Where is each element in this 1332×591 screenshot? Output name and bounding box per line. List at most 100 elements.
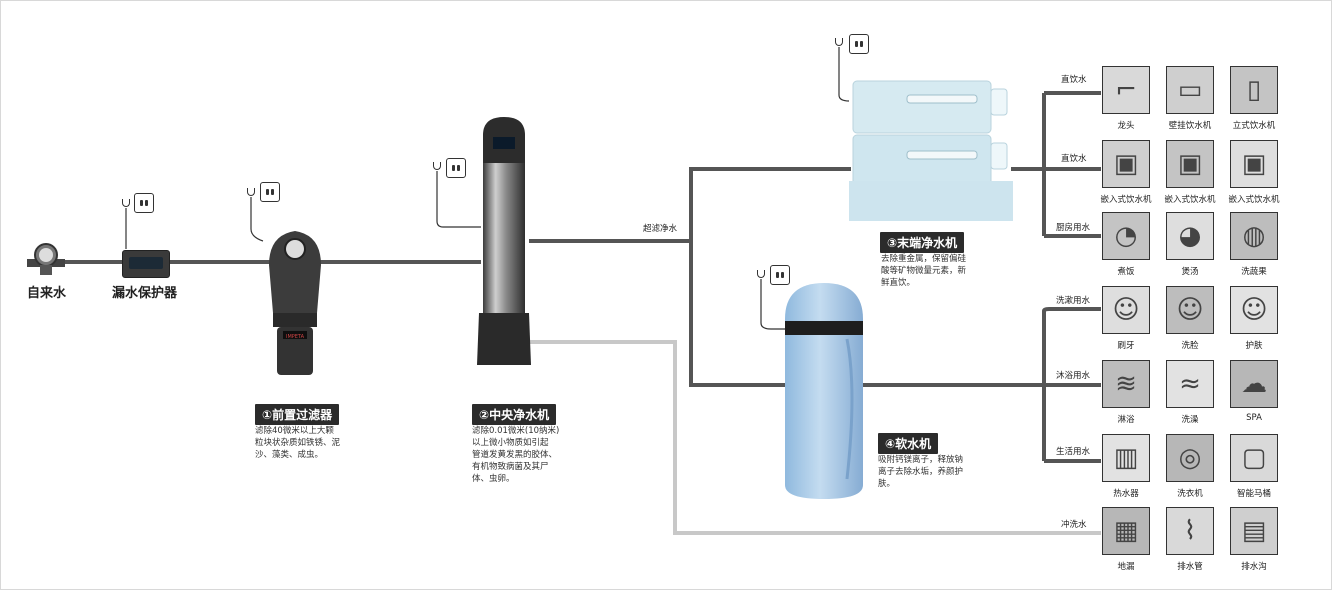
cooking-rice-icon: ◔	[1114, 221, 1138, 251]
ultrafiltration-pipe	[529, 167, 851, 243]
cord-central	[436, 171, 481, 228]
softener-title: ④软水机	[878, 433, 939, 454]
pipe-label-drinking-1: 直饮水	[1061, 75, 1087, 85]
shower-image: ≋	[1102, 360, 1150, 408]
washing-machine-image: ◎	[1166, 434, 1214, 482]
power-outlet-icon	[260, 182, 280, 202]
thumbnail-caption: 刷牙	[1117, 341, 1135, 351]
thumbnail-caption: 洗蔬果	[1241, 267, 1267, 277]
built-in-dispenser-2-icon: ▣	[1177, 149, 1203, 179]
power-outlet-icon	[849, 34, 869, 54]
pipe-label-kitchen: 厨房用水	[1056, 223, 1091, 233]
washing-vegetables-icon: ◍	[1242, 221, 1266, 251]
pipe-label-living: 生活用水	[1056, 447, 1091, 457]
drain-pipe-icon: ⌇	[1183, 516, 1197, 546]
svg-text:IMPETA: IMPETA	[286, 334, 305, 340]
power-outlet-icon	[770, 265, 790, 285]
pipe-label-wash: 洗漱用水	[1056, 296, 1091, 306]
wall-dispenser-image: ▭	[1166, 66, 1214, 114]
thumbnail-caption: 洗衣机	[1177, 489, 1203, 499]
water-heater-icon: ▥	[1113, 443, 1139, 473]
power-outlet-icon	[446, 158, 466, 178]
making-soup-image: ◕	[1166, 212, 1214, 260]
drain-ditch-icon: ▤	[1241, 516, 1267, 546]
water-meter-icon	[27, 243, 65, 275]
power-outlet-icon	[134, 193, 154, 213]
drain-ditch-image: ▤	[1230, 507, 1278, 555]
making-soup-icon: ◕	[1178, 221, 1202, 251]
prefilter-title: ①前置过滤器	[255, 404, 340, 425]
spa-icon: ☁	[1241, 369, 1267, 399]
brushing-teeth-icon: ☺	[1112, 295, 1140, 325]
pipe-label-flush: 冲洗水	[1061, 520, 1087, 530]
prefilter-description: 滤除40微米以上大颗 粒块状杂质如铁锈、泥 沙、藻类、成虫。	[255, 426, 341, 460]
plug-icon	[835, 38, 843, 46]
thumbnail-caption: 智能马桶	[1236, 489, 1271, 499]
pipe-label-drinking-2: 直饮水	[1061, 154, 1087, 164]
softener-description: 吸附钙镁离子，释放钠 离子去除水垢，养颜护 肤。	[878, 455, 964, 489]
standing-dispenser-icon: ▯	[1246, 75, 1262, 105]
washing-machine-icon: ◎	[1178, 443, 1202, 473]
washing-face-icon: ☺	[1176, 295, 1204, 325]
thumbnail-caption: 淋浴	[1117, 415, 1135, 425]
cooking-rice-image: ◔	[1102, 212, 1150, 260]
thumbnail-caption: 龙头	[1117, 121, 1135, 131]
thumbnail-caption: 热水器	[1113, 489, 1139, 499]
plug-icon	[122, 199, 130, 207]
softener-feed-pipe	[689, 241, 786, 387]
terminal-description: 去除重金属，保留偏硅 酸等矿物微量元素，新 鲜直饮。	[881, 254, 967, 288]
brushing-teeth-image: ☺	[1102, 286, 1150, 334]
smart-toilet-icon: ▢	[1241, 443, 1267, 473]
thumbnail-caption: 嵌入式饮水机	[1100, 195, 1152, 205]
thumbnail-caption: SPA	[1246, 413, 1262, 423]
thumbnail-caption: 立式饮水机	[1232, 121, 1276, 131]
faucet-image: ⌐	[1102, 66, 1150, 114]
spa-image: ☁	[1230, 360, 1278, 408]
plug-icon	[757, 270, 765, 278]
built-in-dispenser-3-icon: ▣	[1241, 149, 1267, 179]
bathing-image: ≈	[1166, 360, 1214, 408]
thumbnail-caption: 排水沟	[1241, 562, 1267, 572]
thumbnail-caption: 地漏	[1117, 562, 1135, 572]
skincare-image: ☺	[1230, 286, 1278, 334]
tap-water-label: 自来水	[27, 286, 67, 301]
washing-face-image: ☺	[1166, 286, 1214, 334]
faucet-icon: ⌐	[1115, 75, 1137, 105]
smart-toilet-image: ▢	[1230, 434, 1278, 482]
washing-vegetables-image: ◍	[1230, 212, 1278, 260]
built-in-dispenser-2-image: ▣	[1166, 140, 1214, 188]
built-in-dispenser-1-image: ▣	[1102, 140, 1150, 188]
cord-softener	[760, 279, 787, 330]
shower-icon: ≋	[1115, 369, 1137, 399]
thumbnail-caption: 煮饭	[1117, 267, 1135, 277]
thumbnail-caption: 壁挂饮水机	[1168, 121, 1212, 131]
central-description: 滤除0.01微米(10纳米) 以上微小物质如引起 管道发黄发黑的胶体、 有机物致…	[472, 426, 560, 484]
wall-dispenser-icon: ▭	[1177, 75, 1203, 105]
thumbnail-caption: 洗澡	[1181, 415, 1199, 425]
terminal-purifier-device	[849, 80, 1013, 221]
floor-drain-image: ▦	[1102, 507, 1150, 555]
flush-pipe	[529, 340, 1101, 535]
pipe-label-bath: 沐浴用水	[1056, 371, 1091, 381]
central-purifier-device	[477, 117, 531, 365]
thumbnail-caption: 嵌入式饮水机	[1228, 195, 1280, 205]
leak-protector-device	[122, 250, 170, 278]
water-heater-image: ▥	[1102, 434, 1150, 482]
bathing-icon: ≈	[1179, 369, 1201, 399]
floor-drain-icon: ▦	[1113, 516, 1139, 546]
wash-pipe	[1042, 307, 1101, 312]
plug-icon	[247, 188, 255, 196]
drain-pipe-image: ⌇	[1166, 507, 1214, 555]
plug-icon	[433, 162, 441, 170]
thumbnail-caption: 嵌入式饮水机	[1164, 195, 1216, 205]
built-in-dispenser-3-image: ▣	[1230, 140, 1278, 188]
built-in-dispenser-1-icon: ▣	[1113, 149, 1139, 179]
skincare-icon: ☺	[1240, 295, 1268, 325]
thumbnail-caption: 煲汤	[1181, 267, 1199, 277]
water-softener-device	[785, 283, 863, 499]
central-title: ②中央净水机	[472, 404, 557, 425]
thumbnail-caption: 护肤	[1245, 341, 1263, 351]
thumbnail-caption: 洗脸	[1181, 341, 1199, 351]
